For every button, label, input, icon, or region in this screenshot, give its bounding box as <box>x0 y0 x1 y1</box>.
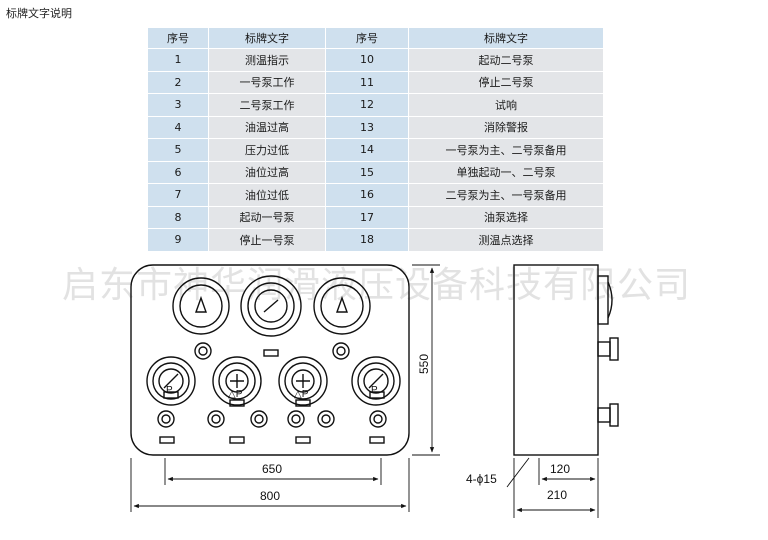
label-plate <box>369 391 385 399</box>
push-button-1 <box>157 410 175 428</box>
cell-number: 4 <box>148 116 208 138</box>
cell-number: 18 <box>326 229 408 251</box>
gauge-label-differential-pressure: △P <box>228 389 243 400</box>
gauge-label-differential-pressure: △P <box>294 389 309 400</box>
push-button-3 <box>250 410 268 428</box>
gauge-label-pressure: P <box>166 385 173 396</box>
cell-number: 15 <box>326 161 408 183</box>
cell-text: 测温点选择 <box>409 229 603 251</box>
dim-label-inner-width: 650 <box>262 462 283 476</box>
top-gauge-2 <box>240 275 302 337</box>
cell-number: 10 <box>326 49 408 71</box>
cell-text: 停止二号泵 <box>409 71 603 93</box>
side-lamp-housing <box>597 341 611 357</box>
label-plate <box>229 399 245 407</box>
cell-text: 起动二号泵 <box>409 49 603 71</box>
top-gauge-1 <box>172 277 230 335</box>
cell-number: 1 <box>148 49 208 71</box>
cell-text: 压力过低 <box>209 139 325 161</box>
cell-text: 油位过高 <box>209 161 325 183</box>
indicator-lamp-2 <box>332 342 350 360</box>
cell-number: 5 <box>148 139 208 161</box>
front-panel-outline <box>130 264 410 456</box>
cell-number: 8 <box>148 206 208 228</box>
side-switch-knob <box>609 403 619 427</box>
cell-number: 3 <box>148 94 208 116</box>
cell-text: 一号泵工作 <box>209 71 325 93</box>
side-view-body <box>513 264 599 456</box>
cell-text: 一号泵为主、二号泵备用 <box>409 139 603 161</box>
dim-label-width: 800 <box>260 489 281 503</box>
label-plate <box>159 436 175 444</box>
column-header-number: 序号 <box>326 28 408 48</box>
dim-label-side-inner: 120 <box>550 462 571 476</box>
cell-text: 二号泵为主、一号泵备用 <box>409 184 603 206</box>
pressure-gauge-2 <box>212 356 262 406</box>
label-plate <box>369 436 385 444</box>
cell-text: 起动一号泵 <box>209 206 325 228</box>
pressure-gauge-1 <box>146 356 196 406</box>
cell-number: 2 <box>148 71 208 93</box>
cell-number: 14 <box>326 139 408 161</box>
page-title: 标牌文字说明 <box>6 7 72 20</box>
label-plate <box>229 436 245 444</box>
dim-leader-holes <box>506 457 530 488</box>
dim-label-height: 550 <box>417 353 431 374</box>
cell-number: 13 <box>326 116 408 138</box>
watermark-text: 启东市神华润滑液压设备科技有限公司 <box>62 265 692 306</box>
gauge-label-pressure: P <box>371 385 378 396</box>
column-header-text: 标牌文字 <box>409 28 603 48</box>
label-plate <box>295 399 311 407</box>
cell-text: 消除警报 <box>409 116 603 138</box>
push-button-2 <box>207 410 225 428</box>
side-lamp-housing <box>597 407 611 423</box>
push-button-4 <box>287 410 305 428</box>
label-plate <box>163 391 179 399</box>
pressure-gauge-4 <box>351 356 401 406</box>
cell-text: 油位过低 <box>209 184 325 206</box>
column-header-text: 标牌文字 <box>209 28 325 48</box>
table-header-row: 序号 标牌文字 序号 标牌文字 <box>148 28 603 48</box>
pressure-gauge-3 <box>278 356 328 406</box>
column-header-number: 序号 <box>148 28 208 48</box>
dim-label-holes: 4-ϕ15 <box>466 472 497 486</box>
label-plate <box>295 436 311 444</box>
dim-label-side-depth: 210 <box>547 488 568 502</box>
cell-number: 11 <box>326 71 408 93</box>
cell-text: 停止一号泵 <box>209 229 325 251</box>
cell-text: 油泵选择 <box>409 206 603 228</box>
push-button-6 <box>369 410 387 428</box>
cell-number: 6 <box>148 161 208 183</box>
cell-text: 二号泵工作 <box>209 94 325 116</box>
cell-number: 12 <box>326 94 408 116</box>
push-button-5 <box>317 410 335 428</box>
cell-number: 16 <box>326 184 408 206</box>
cell-number: 9 <box>148 229 208 251</box>
cell-number: 17 <box>326 206 408 228</box>
side-view <box>513 264 619 456</box>
indicator-lamp-1 <box>194 342 212 360</box>
cell-text: 单独起动一、二号泵 <box>409 161 603 183</box>
label-plate <box>263 349 279 357</box>
top-gauge-3 <box>313 277 371 335</box>
side-gauge-bezel <box>597 275 609 325</box>
cell-text: 油温过高 <box>209 116 325 138</box>
cell-number: 7 <box>148 184 208 206</box>
cell-text: 测温指示 <box>209 49 325 71</box>
side-switch-knob <box>609 337 619 361</box>
cell-text: 试响 <box>409 94 603 116</box>
